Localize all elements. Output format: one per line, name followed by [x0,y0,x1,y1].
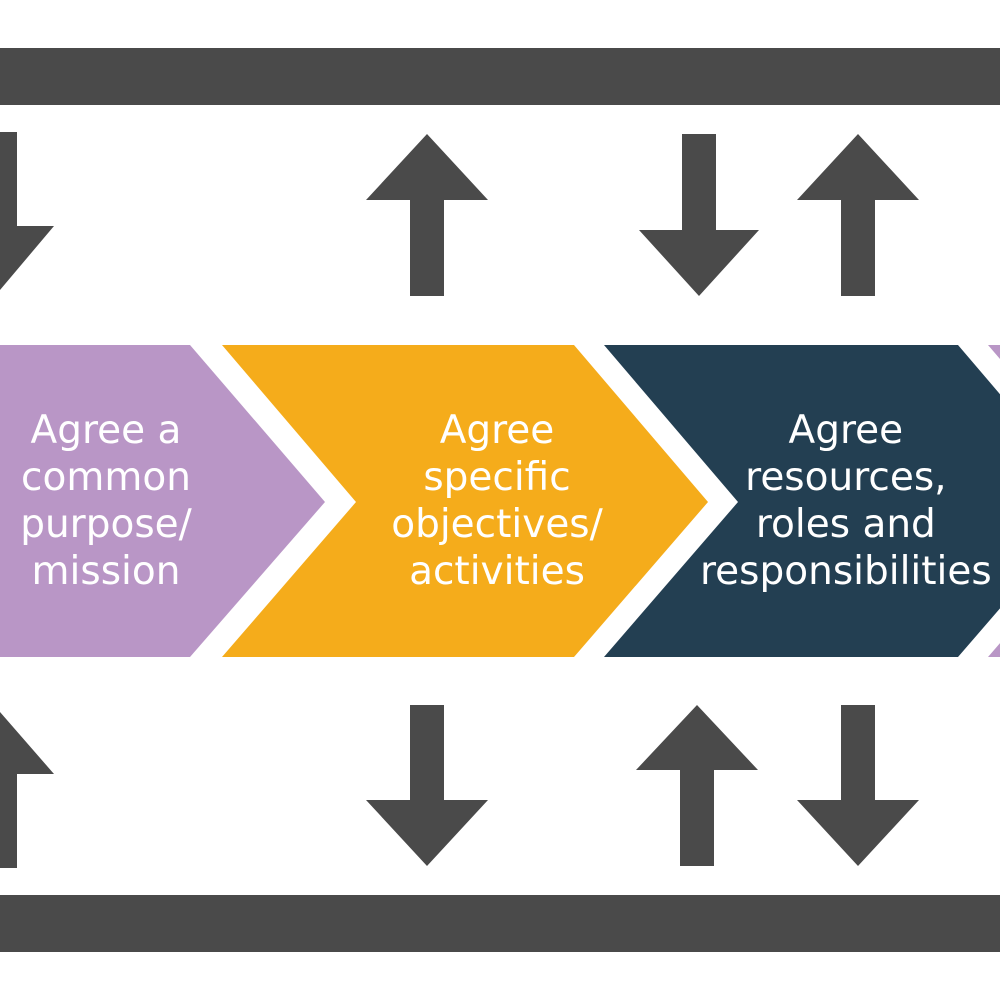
bottom-bar [0,895,1000,952]
top-bar [0,48,1000,105]
arrow-up-icon [797,134,919,296]
step-chevron-purpose [0,345,325,657]
step-chevron-objectives [222,345,708,657]
arrow-down-icon [0,132,54,290]
arrow-up-icon [636,705,758,866]
arrow-up-icon [366,134,488,296]
arrow-down-icon [366,705,488,866]
arrow-up-icon [0,712,54,868]
step-chevron-resources [604,345,1000,657]
arrow-down-icon [797,705,919,866]
arrow-down-icon [639,134,759,296]
